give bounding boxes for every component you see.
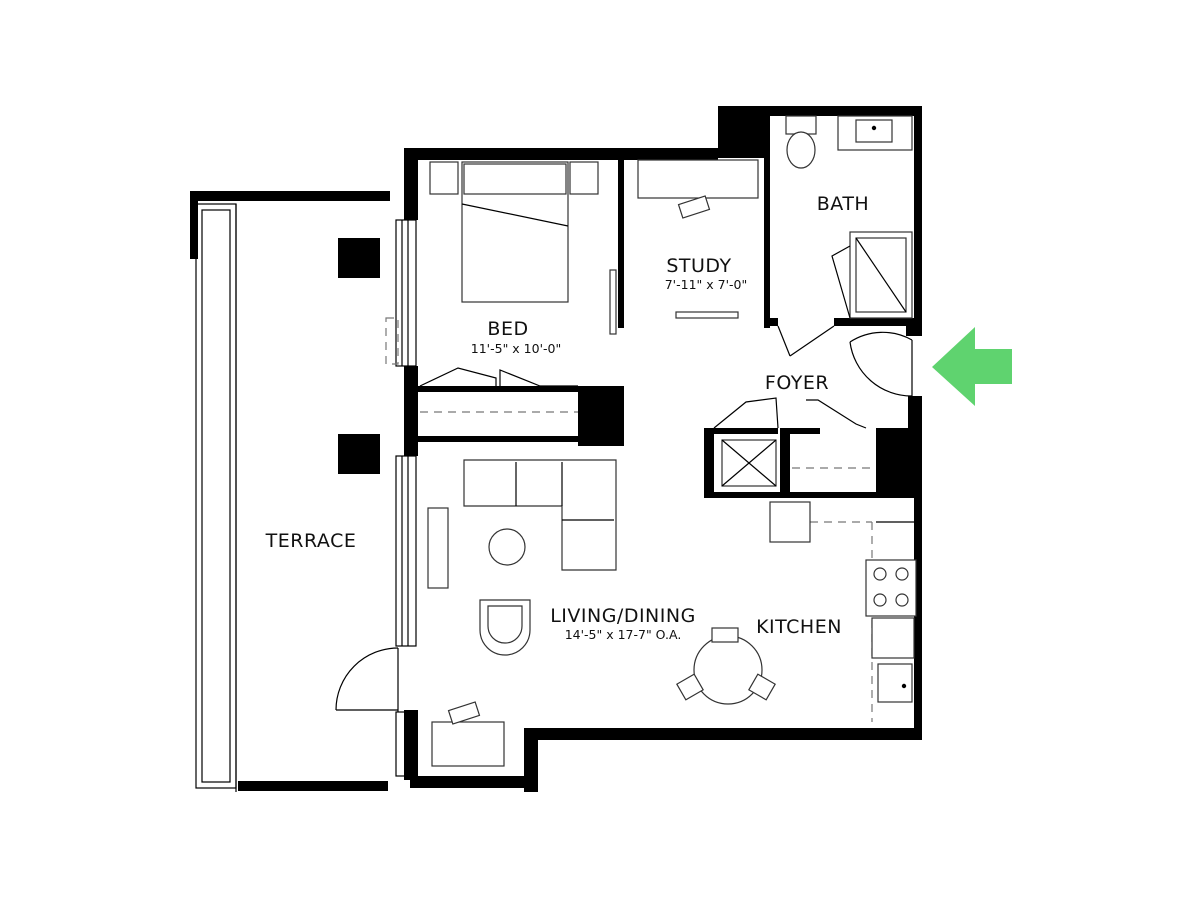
terrace-column [338, 434, 380, 474]
room-label-kitchen: KITCHEN [756, 616, 842, 638]
entry-arrow-icon [932, 327, 1012, 406]
room-label-foyer: FOYER [765, 372, 829, 394]
room-label-terrace: TERRACE [265, 530, 357, 552]
bath-door [777, 325, 835, 357]
armchair [479, 599, 531, 656]
room-dims-living: 14'-5" x 17-7" O.A. [565, 627, 682, 642]
room-label-study: STUDY [666, 255, 731, 277]
room-label-bed: BED [487, 318, 528, 340]
foyer-closets [713, 397, 874, 487]
walls [190, 106, 922, 792]
sliding-door [609, 269, 617, 335]
entry-door [849, 331, 913, 397]
window-glazing [385, 219, 417, 777]
study-desk [637, 159, 759, 219]
desk [431, 701, 505, 767]
room-label-bath: BATH [817, 193, 869, 215]
room-dims-study: 7'-11" x 7'-0" [665, 277, 748, 292]
coffee-table [488, 528, 526, 566]
terrace-door [335, 647, 399, 712]
dining-table [676, 627, 776, 705]
tv-console [427, 507, 449, 589]
bath-fixtures [785, 115, 913, 319]
kitchen-counters [769, 501, 917, 722]
room-dims-bed: 11'-5" x 10'-0" [471, 341, 561, 356]
terrace-column [338, 238, 380, 278]
terrace-railing [195, 203, 237, 792]
closet-doors [419, 367, 578, 413]
study-door [675, 311, 739, 319]
sofa [463, 459, 617, 571]
room-label-living: LIVING/DINING [550, 605, 696, 627]
bed-furniture [429, 161, 599, 303]
